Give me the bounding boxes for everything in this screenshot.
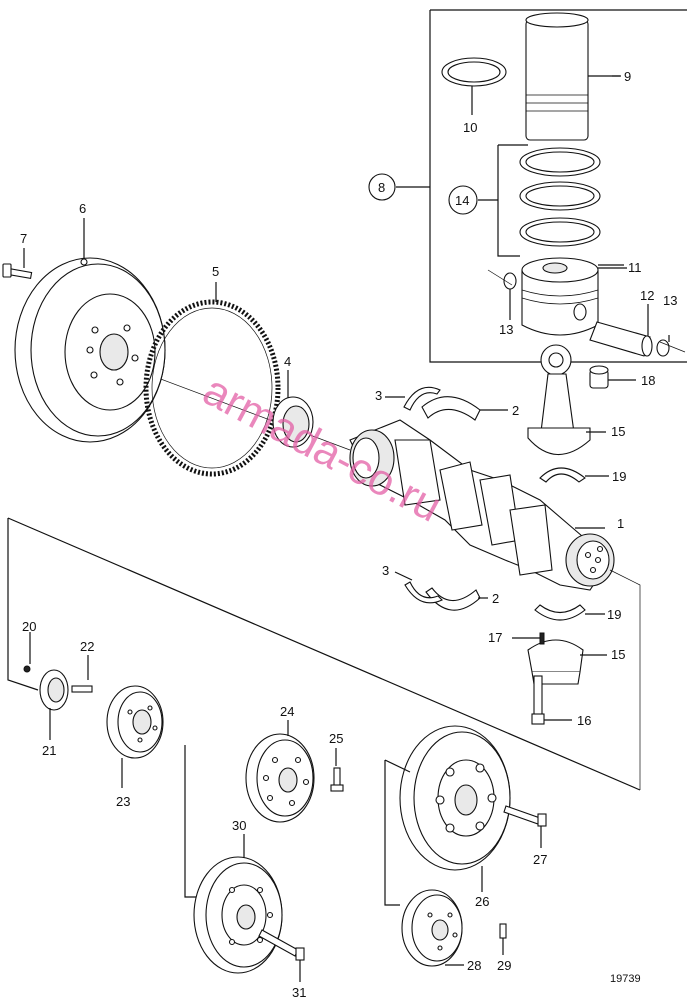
- label-4: 4: [284, 354, 291, 369]
- liner-seal-ring: [441, 57, 507, 115]
- front-seal: [23, 632, 69, 740]
- label-30: 30: [232, 818, 246, 833]
- label-11: 11: [628, 260, 642, 275]
- label-20: 20: [22, 619, 36, 634]
- label-19-lower: 19: [607, 607, 621, 622]
- label-24: 24: [280, 704, 294, 719]
- label-7: 7: [20, 231, 27, 246]
- crankshaft-pulley: [399, 725, 511, 892]
- crankshaft: [349, 419, 615, 591]
- label-2-lower: 2: [492, 591, 499, 606]
- conrod-bearing-lower: [534, 604, 605, 621]
- label-1: 1: [617, 516, 624, 531]
- label-8-circle: [368, 173, 396, 201]
- label-23: 23: [116, 794, 130, 809]
- ring-gear: [143, 282, 281, 477]
- conrod-bearing-upper: [539, 467, 609, 483]
- thrust-washer-lower: [394, 571, 443, 604]
- label-17: 17: [488, 630, 502, 645]
- label-13-left: 13: [499, 322, 513, 337]
- label-3-upper: 3: [375, 388, 382, 403]
- crankshaft-rear-seal: [272, 370, 314, 448]
- pulley-small: [401, 889, 463, 967]
- circlip-left: [487, 269, 517, 320]
- label-14-circle: [448, 185, 478, 215]
- connecting-rod: [527, 344, 606, 455]
- flywheel: [14, 218, 166, 443]
- leader-lines: [598, 75, 624, 266]
- label-8: 8: [378, 180, 385, 195]
- flywheel-bolt: [2, 248, 33, 280]
- label-2-upper: 2: [512, 403, 519, 418]
- piston-pin: [589, 304, 653, 357]
- front-bolt: [71, 655, 93, 693]
- thrust-washer-upper: [385, 386, 441, 411]
- label-18: 18: [641, 373, 655, 388]
- label-21: 21: [42, 743, 56, 758]
- label-13-right: 13: [663, 293, 677, 308]
- pulley-connector-lines: [184, 745, 411, 906]
- pulley-bolt: [503, 805, 547, 848]
- label-15-upper: 15: [611, 424, 625, 439]
- label-6: 6: [79, 201, 86, 216]
- pulley-large-bolt: [258, 929, 305, 982]
- label-5: 5: [212, 264, 219, 279]
- label-14: 14: [455, 193, 469, 208]
- label-15-lower: 15: [611, 647, 625, 662]
- label-31: 31: [292, 985, 306, 1000]
- vibration-damper-small: [245, 720, 315, 823]
- label-9: 9: [624, 69, 631, 84]
- figure-number: 19739: [610, 973, 641, 985]
- shaft-axis-line: [149, 374, 641, 790]
- cylinder-liner: [525, 12, 620, 141]
- pulley-hub: [106, 685, 164, 788]
- label-10: 10: [463, 120, 477, 135]
- pulley-large: [193, 834, 283, 974]
- damper-bolt: [330, 748, 344, 792]
- label-26: 26: [475, 894, 489, 909]
- conrod-bolt: [531, 675, 572, 725]
- dowel-pin: [512, 632, 545, 645]
- conrod-cap: [527, 639, 584, 685]
- label-3-lower: 3: [382, 563, 389, 578]
- label-16: 16: [577, 713, 591, 728]
- pulley-small-bolt: [499, 923, 507, 950]
- circlip-right: [656, 335, 686, 357]
- piston-rings: [478, 144, 601, 257]
- main-bearing-upper: [421, 396, 508, 421]
- small-end-bushing: [589, 365, 636, 389]
- label-28: 28: [467, 958, 481, 973]
- label-22: 22: [80, 639, 94, 654]
- part-labels: 1 2 2 3 3 4 5 6 7 8 9 10 11 12 13 13 14 …: [20, 69, 677, 1000]
- piston-group-frame: [396, 9, 687, 363]
- label-12: 12: [640, 288, 654, 303]
- label-29: 29: [497, 958, 511, 973]
- label-19-upper: 19: [612, 469, 626, 484]
- pulley-group-frame: [7, 517, 641, 791]
- label-27: 27: [533, 852, 547, 867]
- main-bearing-lower: [425, 587, 488, 611]
- piston: [521, 257, 627, 336]
- label-25: 25: [329, 731, 343, 746]
